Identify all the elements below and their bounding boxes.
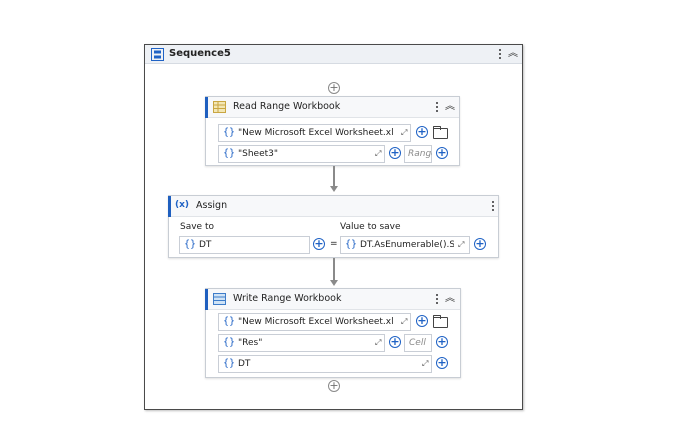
cell-field[interactable]: Cell (404, 334, 432, 352)
sequence-icon (151, 48, 164, 61)
connector-arrow (330, 280, 338, 286)
expression-icon: {} (345, 239, 358, 250)
plus-icon[interactable]: + (416, 125, 428, 138)
collapse-icon[interactable]: ︽ (508, 48, 518, 59)
activity-accent-bar (205, 289, 208, 310)
read-range-title: Read Range Workbook (233, 101, 341, 112)
expression-icon: {} (223, 316, 236, 327)
kebab-icon[interactable] (435, 101, 439, 114)
write-range-title: Write Range Workbook (233, 293, 342, 304)
add-activity-plus-icon[interactable]: + (328, 81, 340, 94)
data-table-field[interactable]: {} DT ⤢ (218, 355, 432, 373)
workbook-path-value: "New Microsoft Excel Worksheet.xlsx" (238, 317, 393, 327)
sheet-name-field[interactable]: {} "Res" ⤢ (218, 334, 385, 352)
plus-icon[interactable]: + (474, 237, 486, 250)
workbook-path-value: "New Microsoft Excel Worksheet.xlsx" (238, 128, 393, 138)
connector-arrow (330, 186, 338, 192)
write-range-activity[interactable]: Write Range Workbook ︽ {} "New Microsoft… (205, 288, 461, 378)
assign-title: Assign (196, 200, 228, 211)
expand-icon[interactable]: ⤢ (375, 149, 382, 158)
plus-icon[interactable]: + (436, 335, 448, 348)
assign-activity[interactable]: (x) Assign Save to Value to save {} DT +… (168, 195, 499, 258)
collapse-icon[interactable]: ︽ (445, 101, 455, 112)
expand-icon[interactable]: ⤢ (422, 359, 429, 368)
expand-icon[interactable]: ⤢ (401, 128, 408, 137)
plus-icon[interactable]: + (389, 335, 401, 348)
cell-placeholder: Cell (409, 338, 426, 348)
expression-icon: {} (223, 148, 236, 159)
value-text: DT.AsEnumerable().Ski (360, 240, 454, 250)
plus-icon[interactable]: + (436, 356, 448, 369)
sequence-header[interactable]: Sequence5 ︽ (145, 45, 522, 64)
folder-icon[interactable] (433, 126, 448, 139)
sequence-title: Sequence5 (169, 48, 231, 59)
value-field[interactable]: {} DT.AsEnumerable().Ski ⤢ (340, 236, 470, 254)
assign-icon: (x) (175, 200, 190, 210)
read-range-activity[interactable]: Read Range Workbook ︽ {} "New Microsoft … (205, 96, 460, 166)
equals-sign: = (330, 239, 338, 249)
plus-icon[interactable]: + (436, 146, 448, 159)
expression-icon: {} (223, 337, 236, 348)
kebab-icon[interactable] (491, 200, 495, 213)
assign-header[interactable]: (x) Assign (168, 196, 498, 217)
save-to-field[interactable]: {} DT (179, 236, 310, 254)
connector-line (333, 258, 335, 281)
save-to-label: Save to (180, 222, 214, 232)
folder-icon[interactable] (433, 315, 448, 328)
collapse-icon[interactable]: ︽ (445, 293, 455, 304)
read-range-header[interactable]: Read Range Workbook ︽ (205, 97, 459, 118)
plus-icon[interactable]: + (416, 314, 428, 327)
activity-accent-bar (205, 97, 208, 118)
sequence-container[interactable]: Sequence5 ︽ + Read Range Workbook ︽ {} "… (144, 44, 523, 410)
range-placeholder: Range (408, 149, 432, 159)
expression-icon: {} (223, 358, 236, 369)
save-to-value: DT (199, 240, 212, 250)
kebab-icon[interactable] (435, 293, 439, 306)
expand-icon[interactable]: ⤢ (375, 338, 382, 347)
sheet-name-value: "Res" (238, 338, 263, 348)
excel-read-icon (213, 101, 226, 113)
write-range-header[interactable]: Write Range Workbook ︽ (205, 289, 460, 310)
data-table-value: DT (238, 359, 251, 369)
connector-line (333, 166, 335, 187)
range-field[interactable]: Range (404, 145, 432, 163)
activity-accent-bar (168, 196, 171, 217)
add-activity-plus-icon[interactable]: + (328, 379, 340, 392)
workbook-path-field[interactable]: {} "New Microsoft Excel Worksheet.xlsx" … (218, 124, 411, 142)
workbook-path-field[interactable]: {} "New Microsoft Excel Worksheet.xlsx" … (218, 313, 411, 331)
expand-icon[interactable]: ⤢ (401, 317, 408, 326)
expression-icon: {} (223, 127, 236, 138)
excel-write-icon (213, 293, 226, 305)
expand-icon[interactable]: ⤢ (458, 240, 465, 249)
plus-icon[interactable]: + (313, 237, 325, 250)
expression-icon: {} (184, 239, 197, 250)
value-to-save-label: Value to save (340, 222, 401, 232)
kebab-icon[interactable] (498, 48, 502, 61)
sheet-name-field[interactable]: {} "Sheet3" ⤢ (218, 145, 385, 163)
plus-icon[interactable]: + (389, 146, 401, 159)
sheet-name-value: "Sheet3" (238, 149, 279, 159)
